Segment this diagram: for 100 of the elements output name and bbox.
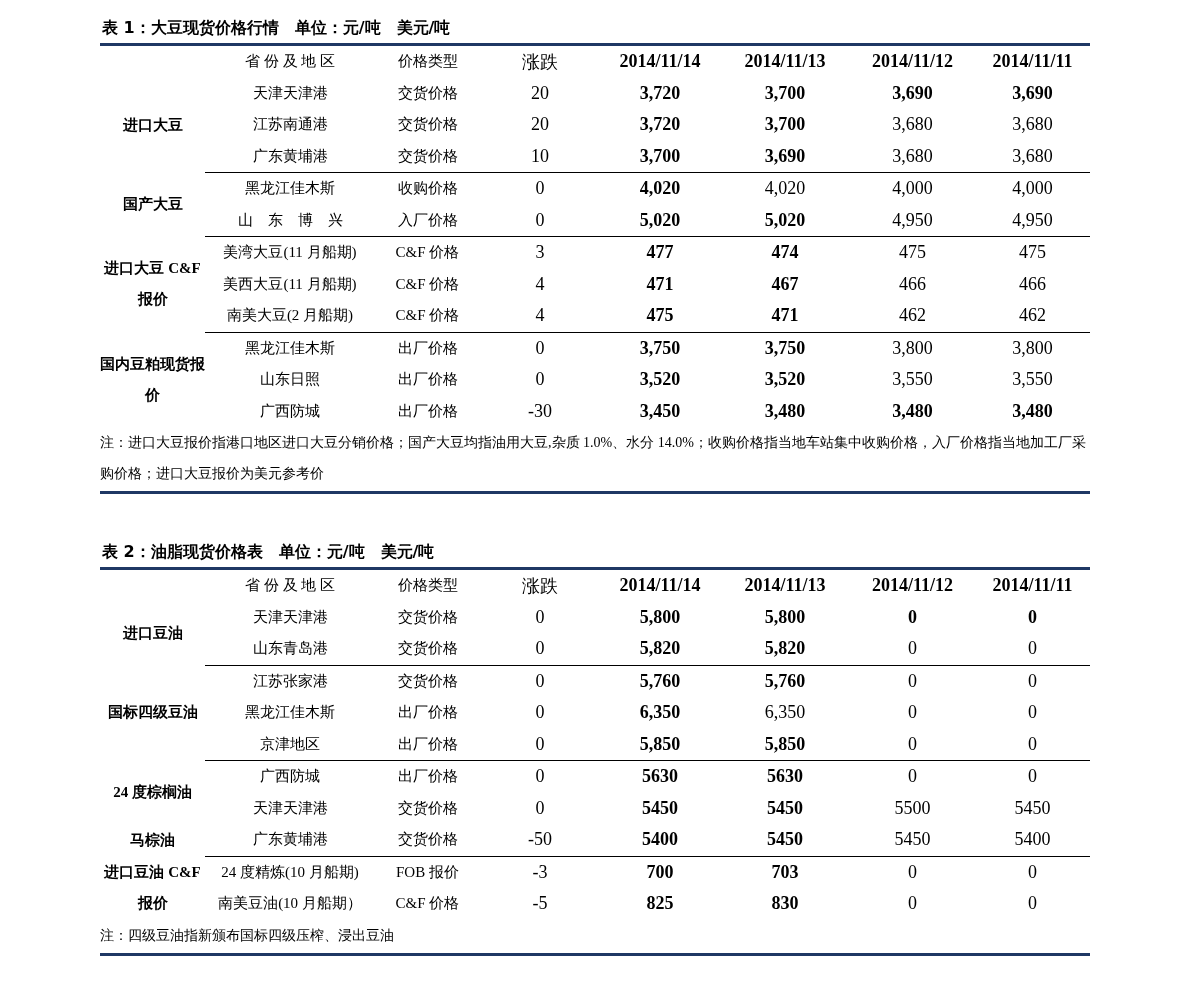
table-cell: 0: [480, 332, 600, 364]
table-cell-text: 广西防城: [259, 401, 321, 421]
column-header: 2014/11/12: [850, 568, 975, 602]
table-cell-text: 3,520: [763, 368, 807, 392]
table-cell: 江苏张家港: [205, 665, 375, 697]
column-header: 价格类型: [375, 568, 480, 602]
table-cell: 0: [975, 856, 1090, 888]
table-cell: 出厂价格: [375, 728, 480, 761]
table-cell-text: 467: [770, 272, 800, 296]
table-cell: 3,750: [720, 332, 850, 364]
table-cell-text: 交货价格: [396, 83, 459, 103]
table-cell: 山东日照: [205, 364, 375, 396]
table-cell-text: 出厂价格: [396, 370, 459, 390]
table-cell-text: 3,720: [638, 81, 682, 105]
table-cell: 703: [720, 856, 850, 888]
table-cell-text: 交货价格: [396, 607, 459, 627]
column-header: 2014/11/14: [600, 568, 720, 602]
table-cell-text: 交货价格: [396, 798, 459, 818]
table-cell-text: -5: [531, 892, 549, 916]
table-cell: 0: [975, 728, 1090, 761]
table-cell: 入厂价格: [375, 204, 480, 237]
table-cell: 5,850: [720, 728, 850, 761]
table-cell-text: 466: [1018, 272, 1047, 296]
table-cell: 700: [600, 856, 720, 888]
table-cell-text: 0: [907, 892, 918, 916]
table-cell-text: 0: [534, 796, 546, 820]
table-cell-text: 3,700: [763, 113, 807, 137]
table-cell-text: 4: [534, 272, 546, 296]
table-cell: 5400: [600, 824, 720, 856]
table-cell: 广东黄埔港: [205, 140, 375, 173]
table-cell-text: 6,350: [638, 701, 682, 725]
table-cell-text: 3,680: [891, 113, 934, 137]
table-cell: 4,950: [975, 204, 1090, 237]
table-cell: 交货价格: [375, 824, 480, 856]
table-cell-text: 0: [1027, 605, 1038, 629]
table-cell: 3,700: [600, 140, 720, 173]
table-cell: 462: [850, 300, 975, 332]
table-cell: 交货价格: [375, 140, 480, 173]
row-group-label: 进口大豆 C&F 报价: [100, 236, 205, 332]
table-cell-text: 0: [534, 368, 546, 392]
table-cell: 0: [850, 633, 975, 665]
table-cell: 收购价格: [375, 172, 480, 205]
table-cell: 5,820: [600, 633, 720, 665]
table-cell-text: 3,700: [763, 81, 807, 105]
table-cell-text: 黑龙江佳木斯: [244, 703, 336, 723]
table-cell: 0: [480, 204, 600, 237]
table-cell: 3,680: [850, 140, 975, 173]
column-header: 价格类型: [375, 44, 480, 78]
table-cell-text: 0: [907, 701, 918, 725]
table-cell-text: 3,550: [891, 368, 934, 392]
table-cell: 5400: [975, 824, 1090, 856]
table-cell: 3,800: [850, 332, 975, 364]
table-cell: 3: [480, 236, 600, 269]
table-cell-text: 3,690: [1011, 81, 1054, 105]
table-cell: 0: [975, 665, 1090, 697]
table-cell: 0: [480, 665, 600, 697]
table-title: 表 2：油脂现货价格表 单位：元/吨 美元/吨: [101, 542, 435, 563]
table-cell: 广东黄埔港: [205, 824, 375, 856]
table-cell: 广西防城: [205, 760, 375, 793]
table-cell: C&F 价格: [375, 300, 480, 332]
table-cell: 4,020: [720, 172, 850, 205]
table-cell-text: 0: [1027, 892, 1038, 916]
table-cell-text: 南美豆油(10 月船期）: [217, 894, 363, 914]
table-cell-text: 3,480: [1011, 399, 1054, 423]
table-cell-text: 交货价格: [396, 115, 459, 135]
table-cell: 24 度精炼(10 月船期): [205, 856, 375, 888]
table-cell-text: 出厂价格: [396, 401, 459, 421]
table-cell-text: 3,480: [763, 399, 807, 423]
table-cell: 南美大豆(2 月船期): [205, 300, 375, 332]
table-cell: 3,680: [975, 140, 1090, 173]
table-cell: 0: [850, 665, 975, 697]
table-cell-text: 825: [645, 892, 675, 916]
table-cell: 黑龙江佳木斯: [205, 332, 375, 364]
table-cell-text: 3,480: [891, 399, 934, 423]
table-cell: 0: [850, 728, 975, 761]
table-cell: 山 东 博 兴: [205, 204, 375, 237]
table-cell: 山东青岛港: [205, 633, 375, 665]
table-cell: 462: [975, 300, 1090, 332]
column-header: 涨跌: [480, 44, 600, 78]
table-cell: 3,690: [720, 140, 850, 173]
column-header: 2014/11/14: [600, 44, 720, 78]
table-cell: 475: [975, 236, 1090, 269]
table-cell: 10: [480, 140, 600, 173]
table-cell-text: 3,550: [1011, 368, 1054, 392]
table-cell-text: 3,520: [638, 368, 682, 392]
table-cell-text: 3,690: [891, 81, 934, 105]
table-cell-text: 20: [530, 113, 550, 137]
table-cell: 5450: [720, 824, 850, 856]
table-cell-text: 5450: [641, 796, 679, 820]
table-cell-text: 天津天津港: [251, 798, 329, 818]
row-group-label: 马棕油: [100, 824, 205, 856]
table-cell-text: 0: [1027, 701, 1038, 725]
column-header: 省 份 及 地 区: [205, 568, 375, 602]
table-cell-text: 天津天津港: [251, 607, 329, 627]
table-cell-text: 5,800: [638, 605, 682, 629]
table-cell-text: 466: [898, 272, 927, 296]
table-cell: 0: [480, 728, 600, 761]
table-cell-text: C&F 价格: [394, 274, 461, 294]
table-cell-text: 0: [534, 701, 546, 725]
table-cell: 5,760: [600, 665, 720, 697]
